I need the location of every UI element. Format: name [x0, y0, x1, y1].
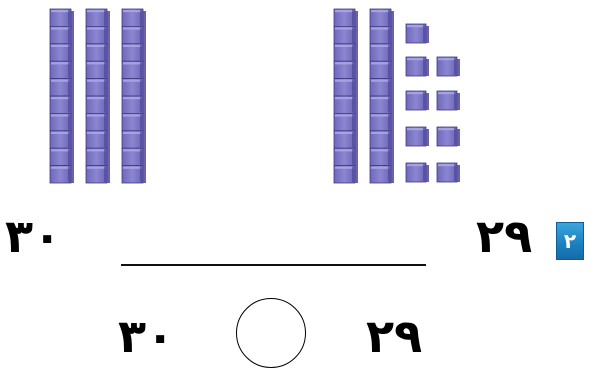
tens-rod: [334, 9, 358, 183]
top-left-number: ٣٠: [5, 213, 61, 259]
right-group-twenty-nine-blocks: [334, 9, 460, 183]
left-group-thirty-blocks: [50, 9, 146, 183]
ones-cube: [406, 57, 429, 76]
tens-rod: [86, 9, 110, 183]
bottom-left-number: ٣٠: [118, 313, 174, 359]
ones-cube: [406, 24, 429, 43]
tens-rod: [50, 9, 74, 183]
ones-cube: [406, 163, 429, 182]
bottom-right-number: ٢٩: [366, 313, 422, 359]
ones-cube: [437, 163, 460, 182]
ones-cube: [437, 127, 460, 146]
ones-cube: [406, 91, 429, 110]
comparison-circle[interactable]: [236, 298, 306, 368]
top-right-number: ٢٩: [476, 213, 532, 259]
ones-cube: [406, 127, 429, 146]
answer-line[interactable]: [121, 264, 426, 266]
ones-cube: [437, 91, 460, 110]
question-number-badge: ٢: [556, 222, 584, 260]
base-ten-blocks-illustration: [0, 0, 598, 200]
tens-rod: [370, 9, 394, 183]
tens-rod: [122, 9, 146, 183]
ones-cube: [437, 57, 460, 76]
